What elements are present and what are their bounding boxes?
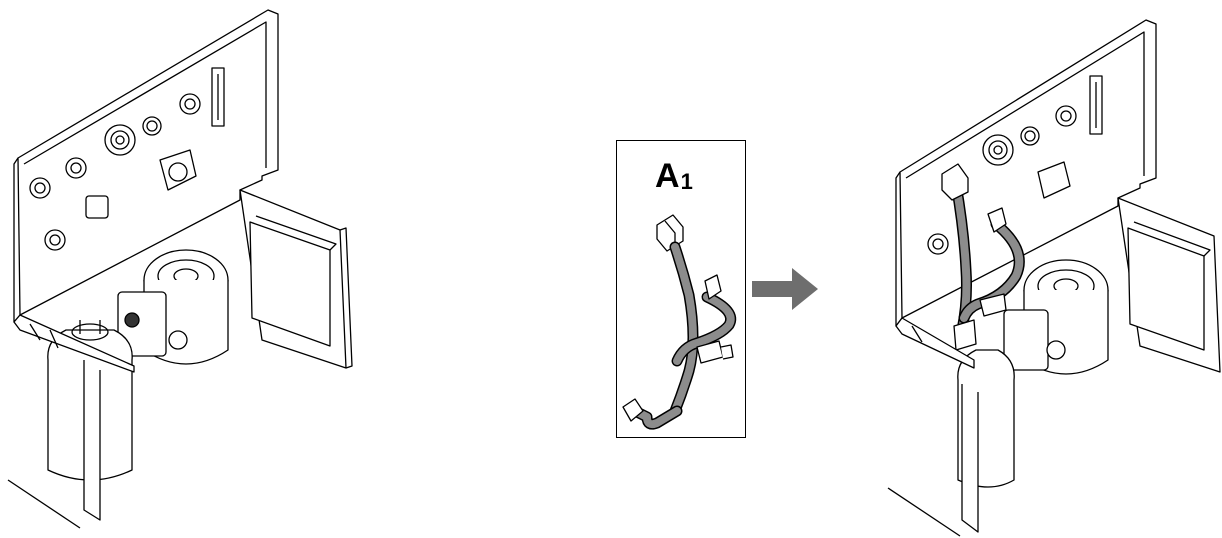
callout-label: A1 (655, 159, 693, 193)
pipe-assembly-icon (622, 214, 737, 430)
callout-subscript: 1 (680, 169, 693, 194)
callout-box: A1 (616, 140, 746, 438)
boiler-unit-before (0, 0, 360, 538)
boiler-unit-after (878, 0, 1222, 538)
callout-letter: A (655, 157, 680, 195)
arrow-right-icon (750, 264, 820, 314)
